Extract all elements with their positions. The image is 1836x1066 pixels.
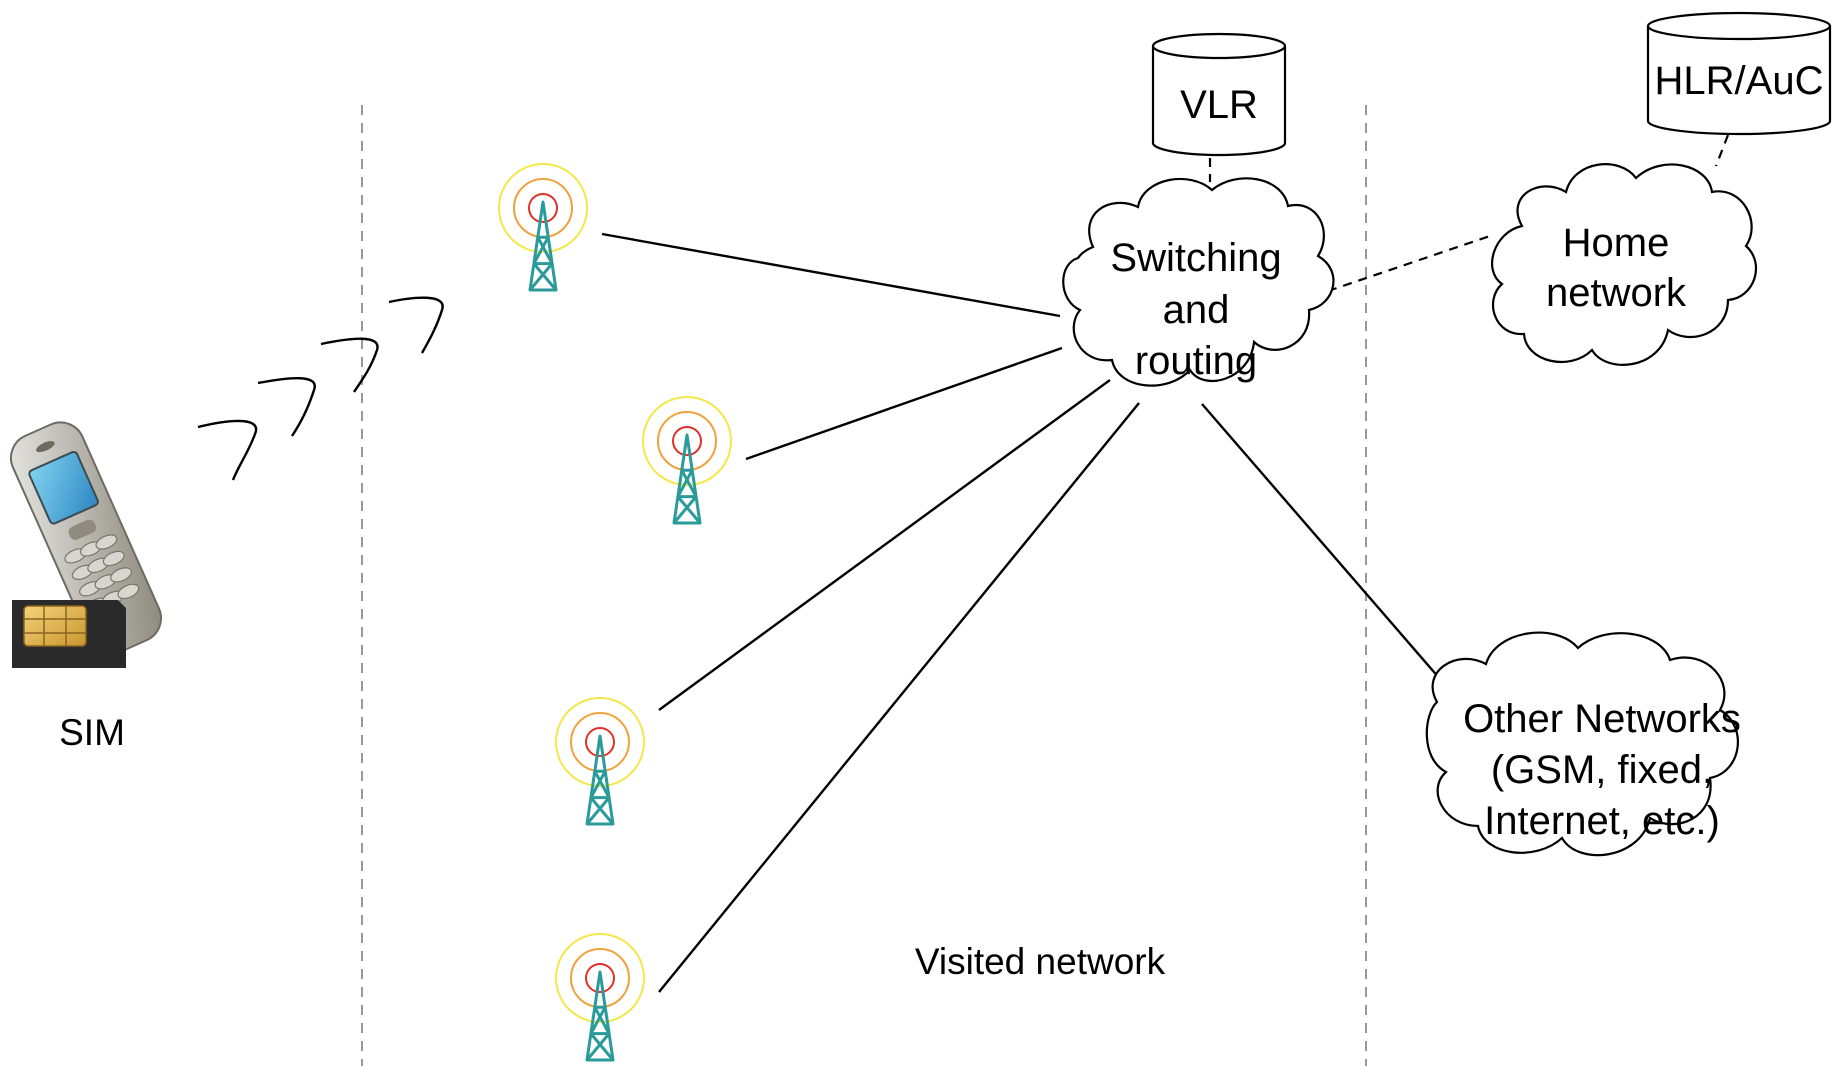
tower-mast	[585, 970, 615, 1062]
vlr-cylinder-body	[1151, 46, 1287, 157]
radio-wave	[197, 419, 258, 481]
signal-ring-outer	[555, 933, 645, 1023]
hlr-auc-database: HLR/AuC	[1646, 11, 1832, 136]
home-network-label-line1: Home	[1563, 221, 1670, 265]
antenna-tower-icon	[555, 933, 645, 1062]
sim-card-icon	[12, 600, 126, 668]
home-network-label-line2: network	[1546, 271, 1687, 315]
sim-label: SIM	[59, 712, 125, 753]
signal-ring-inner	[528, 193, 558, 223]
other-networks-label-line3: Internet, etc.)	[1484, 799, 1720, 843]
link-bts2-switch	[745, 346, 1063, 461]
radio-wave	[320, 337, 379, 393]
switching-label-line1: Switching	[1110, 236, 1281, 280]
antenna-tower-icon	[555, 697, 645, 826]
switching-label-line2: and	[1163, 288, 1230, 332]
visited-network-label: Visited network	[915, 941, 1166, 982]
hlr-cylinder-top	[1646, 11, 1832, 41]
home-network-cloud	[1491, 163, 1757, 366]
mobile-phone-icon	[9, 421, 163, 655]
base-stations	[498, 163, 732, 1062]
sim-chip-contacts	[24, 606, 86, 646]
phone-screen	[28, 450, 99, 525]
link-switch-other	[1201, 403, 1441, 680]
link-bts4-switch	[658, 402, 1140, 993]
signal-ring-inner	[585, 963, 615, 993]
link-bts3-switch	[658, 379, 1111, 711]
radio-wave	[257, 376, 316, 437]
antenna-tower-icon	[498, 163, 588, 292]
signal-ring-outer	[498, 163, 588, 253]
link-switch-home	[1327, 234, 1491, 293]
vlr-database: VLR	[1151, 32, 1287, 157]
antenna-tower-icon	[642, 396, 732, 525]
link-bts1-switch	[601, 232, 1061, 318]
sim-chip	[23, 605, 87, 647]
vlr-cylinder-top	[1151, 32, 1287, 60]
signal-ring-outer	[555, 697, 645, 787]
other-networks-label-line1: Other Networks	[1463, 697, 1741, 741]
switching-cloud	[1062, 177, 1335, 387]
tower-mast	[528, 200, 558, 292]
vlr-label: VLR	[1180, 83, 1258, 127]
other-networks-cloud	[1425, 631, 1739, 857]
switching-label-line3: routing	[1135, 339, 1257, 383]
tower-mast	[585, 734, 615, 826]
network-links	[601, 134, 1730, 993]
phone-nav-key	[68, 519, 97, 540]
hlr-cylinder-body	[1646, 26, 1832, 136]
radio-waves	[197, 296, 444, 481]
other-networks-label-line2: (GSM, fixed,	[1491, 748, 1713, 792]
tower-mast	[672, 433, 702, 525]
radio-wave	[388, 296, 444, 354]
link-hlr-home	[1714, 134, 1730, 167]
signal-ring-inner	[585, 727, 615, 757]
signal-ring-inner	[672, 426, 702, 456]
signal-ring-outer	[642, 396, 732, 486]
hlr-auc-label: HLR/AuC	[1655, 59, 1824, 103]
phone-earpiece	[36, 441, 55, 453]
